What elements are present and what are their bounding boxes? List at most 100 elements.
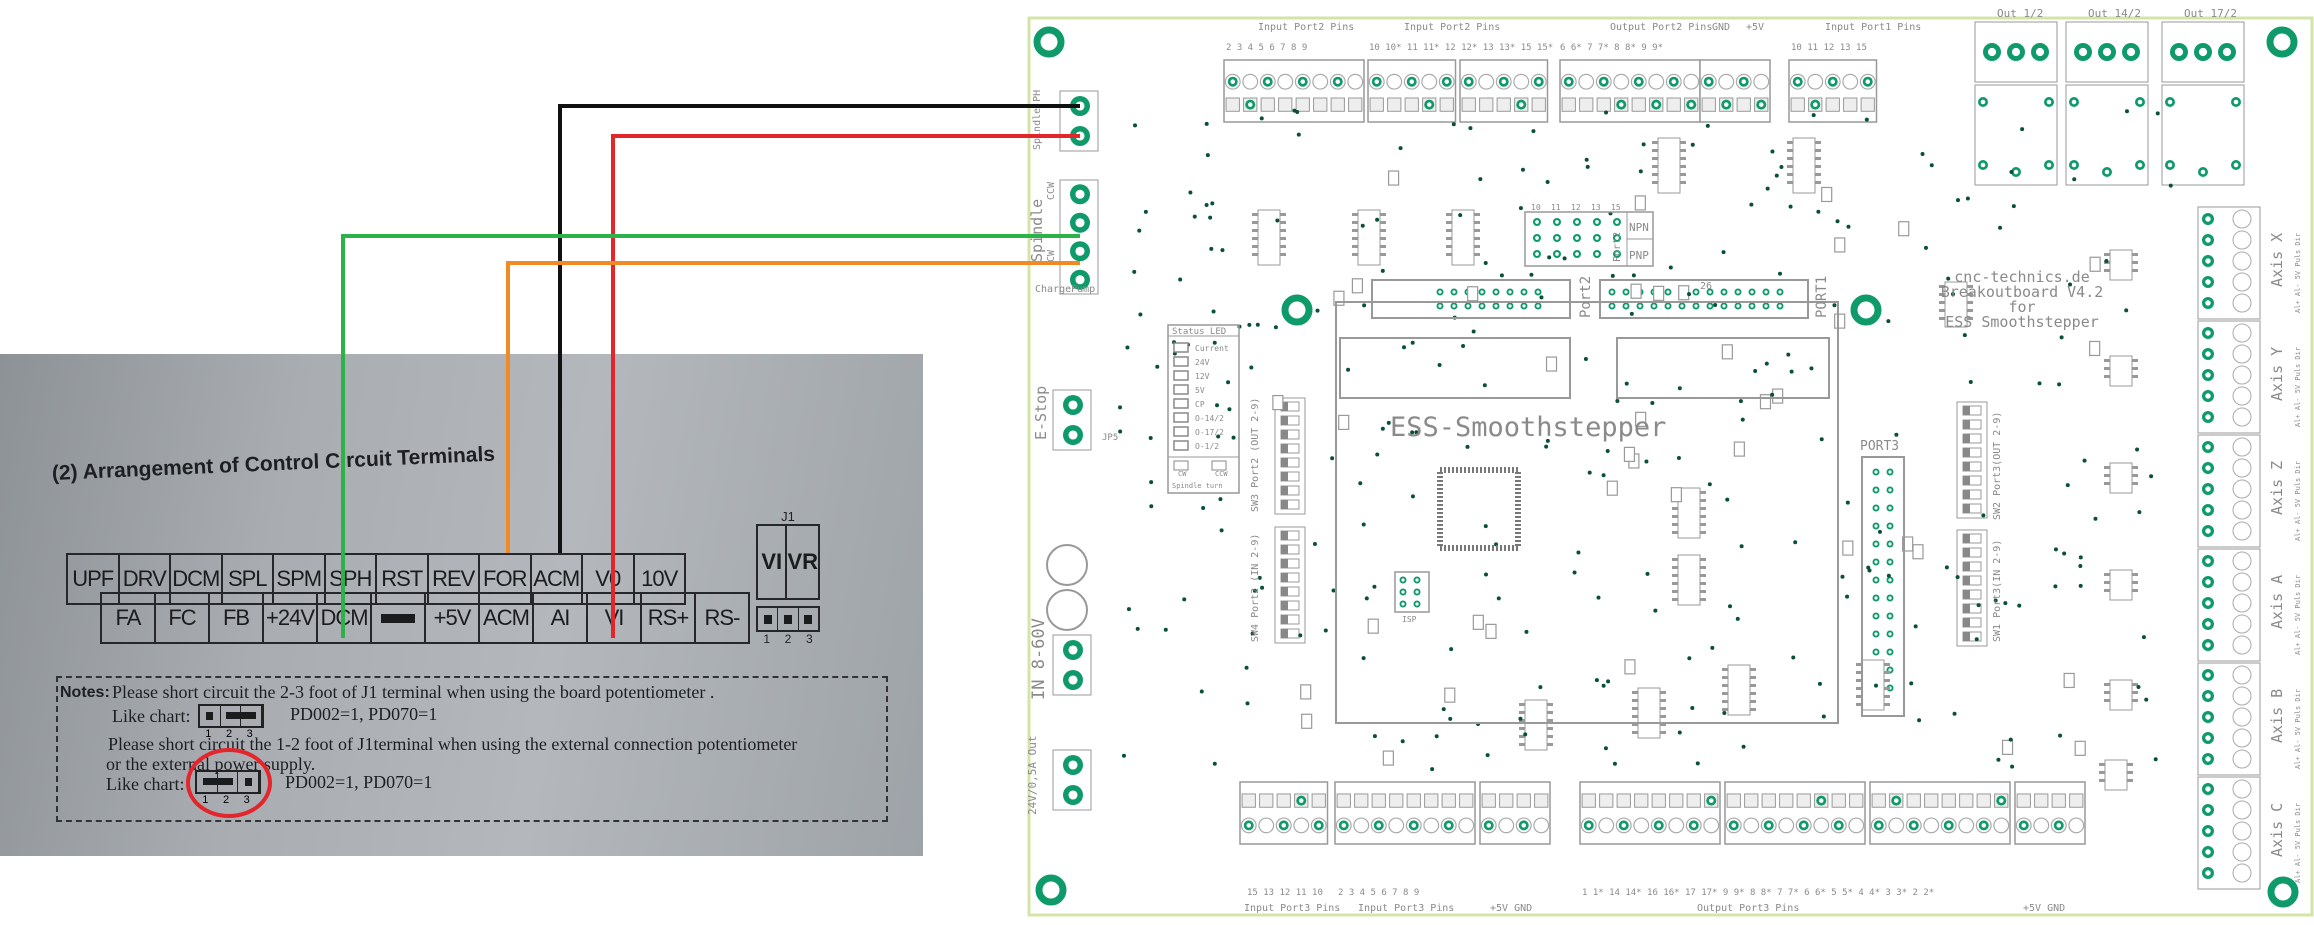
ic-pin bbox=[1252, 213, 1258, 216]
pad-hole bbox=[1508, 290, 1511, 293]
via bbox=[1816, 210, 1820, 214]
via bbox=[1138, 312, 1142, 316]
ic-pin bbox=[1252, 237, 1258, 240]
terminal-clamp bbox=[1337, 794, 1350, 807]
ic-pin bbox=[1700, 515, 1706, 518]
pad-hole bbox=[1615, 220, 1619, 224]
pad-hole bbox=[1750, 290, 1753, 293]
ic-pin bbox=[2104, 482, 2110, 485]
ic-pin bbox=[1815, 173, 1821, 176]
status-led-footer: Spindle turn bbox=[1172, 482, 1223, 490]
via bbox=[1822, 715, 1826, 719]
ic-pin bbox=[1252, 229, 1258, 232]
via bbox=[1298, 633, 1302, 637]
ic-pin bbox=[1787, 149, 1793, 152]
via bbox=[2060, 335, 2064, 339]
via bbox=[1690, 706, 1694, 710]
pad-hole bbox=[2047, 100, 2052, 105]
smd-component bbox=[1773, 389, 1783, 403]
pad-hole bbox=[1075, 218, 1084, 227]
via bbox=[1210, 201, 1214, 205]
pad-hole bbox=[1888, 524, 1891, 527]
ic-pin bbox=[2132, 359, 2138, 362]
ccw-label: CCW bbox=[1046, 181, 1057, 200]
bottom-header-pins: 2 3 4 5 6 7 8 9 bbox=[1338, 888, 1419, 898]
via bbox=[1946, 277, 1950, 281]
ic-pin bbox=[2132, 573, 2138, 576]
terminal-clamp bbox=[1832, 794, 1845, 807]
ic-pin bbox=[1672, 566, 1678, 569]
pad-hole bbox=[1736, 290, 1739, 293]
status-led bbox=[1174, 413, 1188, 422]
via bbox=[1411, 341, 1415, 345]
spindle-label: Spindle bbox=[1028, 199, 1046, 262]
ic-pin bbox=[1280, 237, 1286, 240]
pad-hole bbox=[1494, 304, 1497, 307]
pad-hole bbox=[1486, 823, 1491, 828]
via bbox=[1650, 401, 1654, 405]
pad-hole bbox=[1724, 102, 1729, 107]
pad-hole bbox=[1946, 823, 1951, 828]
smd-component bbox=[1843, 541, 1853, 555]
pad-hole bbox=[1508, 304, 1511, 307]
ic-pin bbox=[1672, 590, 1678, 593]
ic-pin bbox=[2132, 269, 2138, 272]
ic-pin bbox=[1787, 141, 1793, 144]
via bbox=[2104, 259, 2108, 263]
pad-hole bbox=[1621, 823, 1626, 828]
via bbox=[1521, 168, 1525, 172]
pad-hole bbox=[1764, 304, 1767, 307]
ic-chip bbox=[2110, 570, 2132, 600]
terminal-clamp bbox=[1480, 98, 1493, 111]
smd-component bbox=[1899, 222, 1909, 236]
bottom-header-pins: 15 13 12 11 10 bbox=[1247, 888, 1323, 898]
ic-chip bbox=[1793, 138, 1815, 193]
ic-chip bbox=[2105, 760, 2127, 790]
dip-toggle-state bbox=[1281, 472, 1288, 481]
pad-hole bbox=[1981, 163, 1986, 168]
pad-hole bbox=[1466, 79, 1471, 84]
ic-chip bbox=[2110, 250, 2132, 280]
smd-component bbox=[1389, 171, 1399, 185]
terminal-clamp bbox=[1242, 794, 1255, 807]
ic-pin bbox=[1380, 229, 1386, 232]
terminal-clamp bbox=[1372, 794, 1385, 807]
smd-component bbox=[1352, 279, 1362, 293]
charge-pump-label: ChargePump bbox=[1035, 284, 1095, 295]
via bbox=[1500, 273, 1504, 277]
via bbox=[1529, 273, 1533, 277]
terminal-clamp bbox=[1635, 794, 1648, 807]
via bbox=[1778, 272, 1782, 276]
smd-component bbox=[1273, 396, 1283, 410]
ic-chip bbox=[2110, 463, 2132, 493]
via bbox=[1793, 540, 1797, 544]
via bbox=[1144, 210, 1148, 214]
via bbox=[1472, 329, 1476, 333]
via bbox=[1245, 666, 1249, 670]
jumper-pin-number: 12 bbox=[1571, 203, 1581, 212]
via bbox=[1361, 224, 1365, 228]
pad-hole bbox=[1444, 79, 1449, 84]
terminal-clamp bbox=[1580, 98, 1593, 111]
relay-label: Out 14/2 bbox=[2088, 7, 2141, 20]
via bbox=[1497, 596, 1501, 600]
ic-pin bbox=[2104, 589, 2110, 592]
pad-hole bbox=[1731, 823, 1736, 828]
pad-hole bbox=[1068, 760, 1077, 769]
via bbox=[1887, 574, 1891, 578]
pad-hole bbox=[1874, 488, 1877, 491]
terminal-clamp bbox=[2070, 794, 2083, 807]
dip-toggle-state bbox=[1963, 462, 1970, 471]
wire-orange bbox=[508, 263, 1080, 553]
via bbox=[2156, 111, 2160, 115]
pad-hole bbox=[1666, 290, 1669, 293]
via bbox=[1182, 597, 1186, 601]
pad-hole bbox=[1068, 790, 1077, 799]
dip-toggle-state bbox=[1963, 420, 1970, 429]
ic-pin bbox=[1446, 253, 1452, 256]
ic-pin bbox=[1722, 708, 1728, 711]
ic-pin bbox=[2104, 253, 2110, 256]
via bbox=[2079, 555, 2083, 559]
via bbox=[1977, 603, 1981, 607]
